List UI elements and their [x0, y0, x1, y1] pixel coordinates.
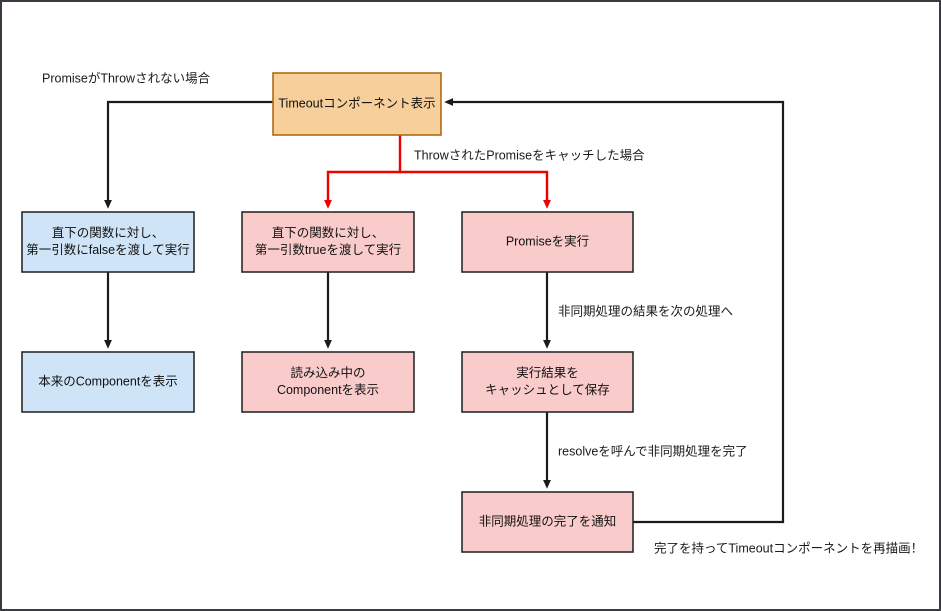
- node-show-loading[interactable]: 読み込み中の Componentを表示: [241, 351, 415, 413]
- node-box-show-loading[interactable]: [241, 351, 415, 413]
- node-label-show-original: 本来のComponentを表示: [38, 374, 178, 388]
- edges-layer: [104, 98, 785, 524]
- node-label-show-loading: Componentを表示: [277, 383, 379, 397]
- nodes-layer: Timeoutコンポーネント表示直下の関数に対し、第一引数にfalseを渡して実…: [21, 72, 634, 553]
- edge-timeout-to-false: [104, 100, 273, 209]
- node-box-run-promise[interactable]: [461, 211, 634, 273]
- node-label-show-loading: 読み込み中の: [290, 365, 365, 380]
- node-call-true[interactable]: 直下の関数に対し、第一引数trueを渡して実行: [241, 211, 415, 273]
- label-result-next: 非同期処理の結果を次の処理へ: [558, 304, 733, 318]
- node-label-run-promise: Promiseを実行: [506, 233, 589, 248]
- edge-notify-to-timeout: [444, 98, 785, 524]
- node-label-save-cache: 実行結果を: [516, 365, 579, 380]
- node-label-call-false: 直下の関数に対し、: [52, 225, 165, 240]
- node-box-call-true[interactable]: [241, 211, 415, 273]
- node-box-timeout[interactable]: [272, 72, 442, 136]
- node-timeout[interactable]: Timeoutコンポーネント表示: [272, 72, 442, 136]
- node-label-save-cache: キャッシュとして保存: [485, 383, 610, 397]
- label-redraw: 完了を持ってTimeoutコンポーネントを再描画！: [654, 540, 923, 555]
- node-label-notify-complete: 非同期処理の完了を通知: [479, 513, 617, 528]
- edge-timeout-to-promise: [400, 170, 551, 209]
- node-label-timeout: Timeoutコンポーネント表示: [278, 96, 435, 110]
- node-box-save-cache[interactable]: [461, 351, 634, 413]
- node-run-promise[interactable]: Promiseを実行: [461, 211, 634, 273]
- label-not-thrown: PromiseがThrowされない場合: [42, 70, 211, 85]
- node-show-original[interactable]: 本来のComponentを表示: [21, 351, 195, 413]
- node-box-notify-complete[interactable]: [461, 491, 634, 553]
- edge-labels-layer: PromiseがThrowされない場合 ThrowされたPromiseをキャッチし…: [42, 70, 923, 555]
- node-label-call-true: 直下の関数に対し、: [272, 225, 385, 240]
- node-call-false[interactable]: 直下の関数に対し、第一引数にfalseを渡して実行: [21, 211, 195, 273]
- node-notify-complete[interactable]: 非同期処理の完了を通知: [461, 491, 634, 553]
- node-label-call-false: 第一引数にfalseを渡して実行: [26, 242, 190, 257]
- node-box-call-false[interactable]: [21, 211, 195, 273]
- node-box-show-original[interactable]: [21, 351, 195, 413]
- label-caught: ThrowされたPromiseをキャッチした場合: [414, 147, 645, 162]
- edge-timeout-to-true: [324, 135, 402, 209]
- label-resolve: resolveを呼んで非同期処理を完了: [558, 443, 748, 458]
- node-label-call-true: 第一引数trueを渡して実行: [255, 242, 401, 257]
